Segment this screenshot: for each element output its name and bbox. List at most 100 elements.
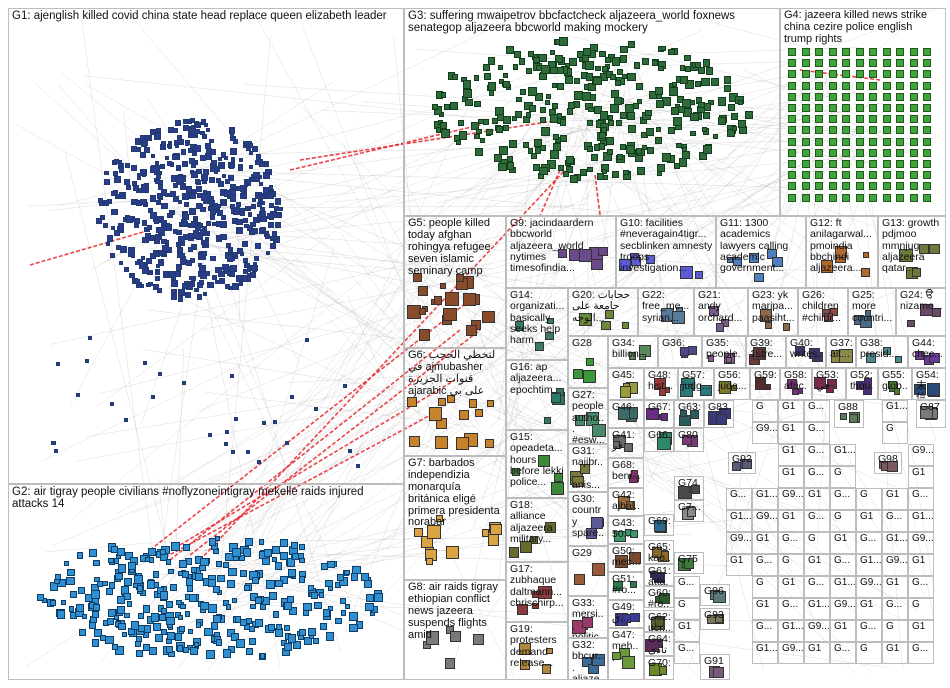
tiny-group-label: G1 [782,512,801,523]
group-label-g93: G93 [704,610,727,621]
tiny-group-panel: G1 [882,642,908,664]
group-panel-g45: G45: [608,368,644,400]
tiny-group-label: G... [808,578,827,589]
tiny-group-panel: G1... [830,576,856,598]
group-label-g47: G47: meh... [612,630,641,664]
tiny-group-label: G1... [886,402,905,413]
tiny-group-label: G9... [886,556,905,567]
tiny-group-panel: G1 [674,620,700,642]
tiny-group-panel: G [752,576,778,598]
tiny-group-label: G9... [756,512,775,523]
group-panel-g20: G20: حجابات جامعة على الوجه... [568,288,638,336]
tiny-group-label: G1 [886,644,905,655]
tiny-group-panel: G9... [752,510,778,532]
tiny-group-label: G [782,556,801,567]
group-label-g69: G69: [648,516,671,527]
tiny-group-panel: G1... [778,620,804,642]
group-panel-g4: G4: jazeera killed news strike china cez… [780,8,946,216]
tiny-group-label: G9... [860,578,879,589]
tiny-group-panel: G... [830,642,856,664]
tiny-group-label: G1 [782,468,801,479]
group-panel-g96: G96 [700,584,730,606]
tiny-group-panel: G9... [752,422,778,444]
tiny-group-panel: G... [778,598,804,620]
group-label-g63: G63: [678,402,701,413]
tiny-group-panel: G [778,554,804,576]
group-label-g22: G22: free_me... syrian... [642,290,691,324]
group-label-g37: G37: ait... [830,338,853,361]
tiny-group-panel: G9... [830,598,856,620]
group-panel-g24: G24: ੳ nizamo... [896,288,946,336]
group-panel-g25: G25: more countri... [848,288,896,336]
tiny-group-label: G1 [860,600,879,611]
group-panel-g56: G56: juda... [714,368,750,400]
group-label-g87: G87 [920,402,943,413]
tiny-group-label: G9... [730,534,749,545]
tiny-group-label: G... [860,534,879,545]
group-label-g27: G27: people autho... #esw... [572,390,605,444]
group-label-g71: G7... [678,502,701,513]
group-label-g30: G30: country spare... [572,494,605,546]
group-panel-g71: G7... [674,500,704,522]
tiny-group-label: G1 [678,622,697,633]
group-label-g55: G55: glob... [882,370,909,400]
tiny-group-panel: G [804,532,830,554]
group-label-g10: G10: facilities #neveragain4tigr... secb… [620,218,713,275]
tiny-group-label: G [756,578,775,589]
group-label-g52: G52: thou... [850,370,875,400]
group-panel-g46: G46: [608,400,644,428]
tiny-group-panel: G... [908,576,934,598]
group-label-g51: G51: #ro... [612,574,641,597]
group-label-g74: G74 [678,478,701,489]
group-panel-g32: G32: bbcur... aljaze... [568,638,608,680]
group-label-g54: G54: 末信... [916,370,943,400]
group-panel-g28: G28 [568,336,608,388]
tiny-group-label: G1 [912,468,931,479]
tiny-group-label: G... [886,512,905,523]
tiny-group-label: G1 [782,424,801,435]
group-panel-g50: G50: mec... [608,544,644,572]
group-label-g46: G46: [612,402,641,413]
group-panel-g9: G9: jacindaardern bbcworld aljazeera_wor… [506,216,616,288]
tiny-group-label: G... [808,446,827,457]
tiny-group-label: G1 [860,512,879,523]
group-label-g16: G16: ap aljazeera... epochtim... [510,362,565,396]
tiny-group-panel: G1... [726,510,752,532]
group-label-g4: G4: jazeera killed news strike china cez… [784,10,943,46]
tiny-group-label: G... [808,424,827,435]
tiny-group-label: G1 [808,644,827,655]
group-panel-g54: G54: 末信... [912,368,946,400]
group-panel-g80: G80 [674,428,704,452]
tiny-group-panel: G... [726,488,752,510]
group-panel-g39: G39: 1stre... [746,336,786,368]
tiny-group-label: G9... [834,600,853,611]
group-panel-g36: G36: [658,336,702,368]
tiny-group-panel: G... [804,466,830,488]
group-label-g56: G56: juda... [718,370,747,393]
group-panel-g26: G26: children #childr... [798,288,848,336]
group-panel-g16: G16: ap aljazeera... epochtim... [506,360,568,430]
tiny-group-label: G [886,424,905,435]
group-panel-g35: G35: people... [702,336,746,368]
group-panel-g51: G51: #ro... [608,572,644,600]
group-panel-g10: G10: facilities #neveragain4tigr... secb… [616,216,716,288]
tiny-group-panel: G9... [778,642,804,664]
tiny-group-panel: G1 [908,554,934,576]
group-panel-g2: G2: air tigray people civilians #noflyzo… [8,484,404,680]
tiny-group-panel: G1 [882,488,908,510]
tiny-group-panel: G [856,642,882,664]
tiny-group-label: G1 [808,556,827,567]
tiny-group-label: G1 [912,556,931,567]
group-label-g6: G6: لتخطي الحجب في ajmubasher قنوات الجز… [408,350,503,398]
group-panel-g12: G12: ft anilagarwal... pmoindia bbchindi… [806,216,878,288]
tiny-group-label: G1... [756,644,775,655]
group-panel-g48: G48: hist... [644,368,678,400]
tiny-group-panel: G [830,466,856,488]
tiny-group-panel: G... [804,576,830,598]
tiny-group-panel: G1... [830,444,856,466]
tiny-group-panel: G1 [856,510,882,532]
group-panel-g47: G47: meh... [608,628,644,680]
tiny-group-label: G1... [860,556,879,567]
tiny-group-panel: G [752,400,778,422]
group-label-g7: G7: barbados independizia monarquía brit… [408,458,503,529]
